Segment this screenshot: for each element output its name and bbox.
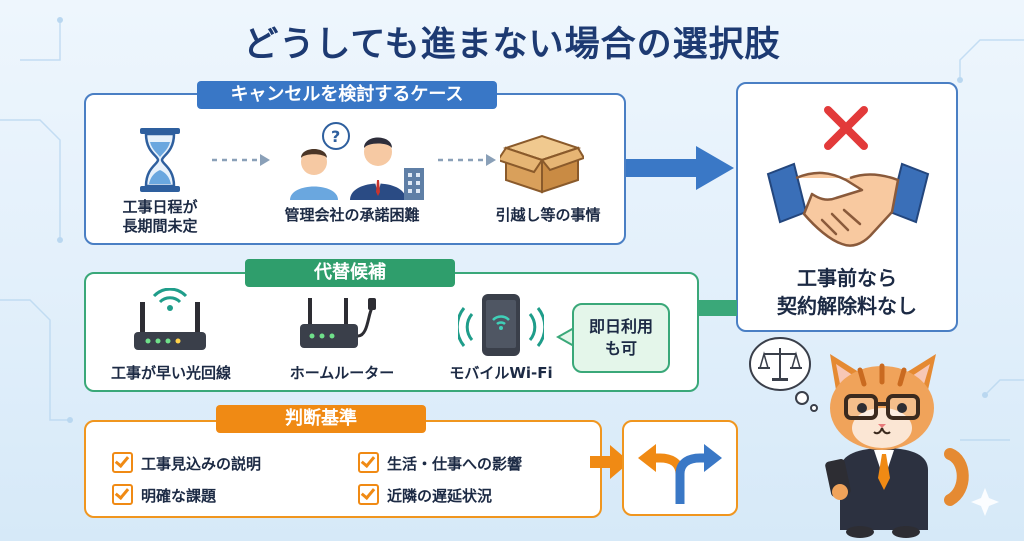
result-text: 工事前なら 契約解除料なし bbox=[777, 266, 917, 318]
svg-text:?: ? bbox=[331, 127, 340, 146]
orange-right-arrow-icon bbox=[590, 445, 630, 479]
thought-bubble-scale-icon bbox=[749, 337, 818, 412]
cat-mascot-image bbox=[825, 354, 969, 538]
dotted-arrow-icon bbox=[212, 154, 270, 166]
alt-item-home-router-label: ホームルーター bbox=[289, 364, 395, 382]
hourglass-icon bbox=[140, 128, 180, 192]
handshake-icon bbox=[766, 162, 930, 247]
alternatives-heading: 代替候補 bbox=[245, 259, 455, 287]
cancel-item-schedule-label: 工事日程が 長期間未定 bbox=[122, 198, 198, 235]
cross-mark-icon bbox=[824, 106, 868, 150]
same-day-bubble: 即日利用 も可 bbox=[572, 303, 670, 373]
checkbox-checked-icon bbox=[358, 452, 379, 473]
cancel-cases-heading: キャンセルを検討するケース bbox=[197, 81, 497, 109]
people-question-icon: ? bbox=[290, 122, 424, 200]
home-router-icon bbox=[300, 298, 376, 348]
page-title: どうしても進まない場合の選択肢 bbox=[243, 25, 781, 65]
cardboard-box-icon bbox=[500, 134, 584, 194]
cancel-item-moving-label: 引越し等の事情 bbox=[495, 206, 601, 224]
checkbox-checked-icon bbox=[358, 484, 379, 505]
mobile-wifi-icon bbox=[458, 294, 544, 356]
alt-item-mobile-wifi-label: モバイルWi-Fi bbox=[449, 364, 553, 382]
dotted-arrow-icon bbox=[438, 154, 496, 166]
criteria-heading: 判断基準 bbox=[216, 405, 426, 433]
checkbox-checked-icon bbox=[112, 484, 133, 505]
big-right-arrow-icon bbox=[626, 146, 734, 190]
green-connector-bar bbox=[699, 300, 737, 316]
criteria-item: 近隣の遅延状況 bbox=[358, 484, 492, 506]
criteria-item: 生活・仕事への影響 bbox=[358, 452, 522, 474]
cancel-item-management-label: 管理会社の承諾困難 bbox=[284, 206, 420, 224]
router-wifi-icon bbox=[134, 288, 206, 350]
criteria-item: 工事見込みの説明 bbox=[112, 452, 261, 474]
branching-arrows-icon bbox=[638, 444, 722, 504]
checkbox-checked-icon bbox=[112, 452, 133, 473]
criteria-item: 明確な課題 bbox=[112, 484, 216, 506]
criteria-panel bbox=[84, 420, 602, 518]
alt-item-fiber-label: 工事が早い光回線 bbox=[110, 364, 231, 382]
